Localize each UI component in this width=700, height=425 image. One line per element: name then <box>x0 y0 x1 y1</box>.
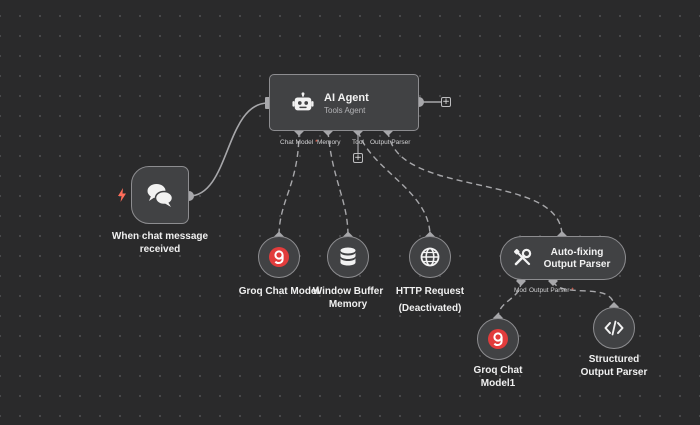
chat-bubbles-icon <box>147 184 174 207</box>
port-label-tool: Tool <box>352 139 364 146</box>
groq-chat-model1-label: Groq Chat Model1 <box>473 365 523 389</box>
autofixing-output-parser-node[interactable]: Auto-fixing Output Parser <box>500 236 626 280</box>
port-label-chat-model: Chat Model * <box>280 139 318 146</box>
autofix-title: Auto-fixing Output Parser <box>543 247 611 270</box>
edge-agent-memory <box>327 130 349 237</box>
groq-chat-model-label: Groq Chat Model <box>238 286 320 297</box>
edge-agent-outputparser <box>387 130 563 237</box>
tool-add-button[interactable]: + <box>353 153 363 163</box>
ai-agent-node[interactable]: AI Agent Tools Agent <box>269 74 419 131</box>
port-label-autofix-parser: Output Parser * <box>529 287 574 294</box>
tools-icon <box>513 248 532 266</box>
code-icon <box>604 320 624 336</box>
agent-add-next-button[interactable]: + <box>441 97 451 107</box>
trigger-label: When chat message received <box>111 231 209 255</box>
agent-subtitle: Tools Agent <box>324 106 366 115</box>
robot-icon <box>292 92 314 111</box>
structured-output-parser-node[interactable] <box>593 307 635 349</box>
groq-logo-icon <box>269 247 289 267</box>
window-buffer-memory-label: Window Buffer Memory <box>312 286 384 310</box>
structured-output-parser-label: Structured Output Parser <box>580 354 648 378</box>
edge-agent-tool <box>357 130 431 237</box>
window-buffer-memory-node[interactable] <box>327 236 369 278</box>
groq-chat-model-node[interactable] <box>258 236 300 278</box>
globe-icon <box>420 247 440 267</box>
agent-title: AI Agent <box>324 92 369 104</box>
lightning-bolt-icon <box>118 188 126 202</box>
database-icon <box>340 247 356 266</box>
http-request-label: HTTP Request (Deactivated) <box>395 286 465 314</box>
port-label-autofix-model: Mod <box>514 287 527 294</box>
port-label-output-parser: Output Parser <box>370 139 411 146</box>
edge-agent-chatmodel <box>278 130 300 237</box>
http-request-node[interactable] <box>409 236 451 278</box>
port-label-memory: Memory <box>317 139 341 146</box>
chat-trigger-node[interactable] <box>131 166 189 224</box>
groq-chat-model1-node[interactable] <box>477 318 519 360</box>
groq-logo-icon <box>488 329 508 349</box>
edge-trigger-to-agent <box>188 102 269 197</box>
edge-autofix-parser <box>552 280 615 308</box>
